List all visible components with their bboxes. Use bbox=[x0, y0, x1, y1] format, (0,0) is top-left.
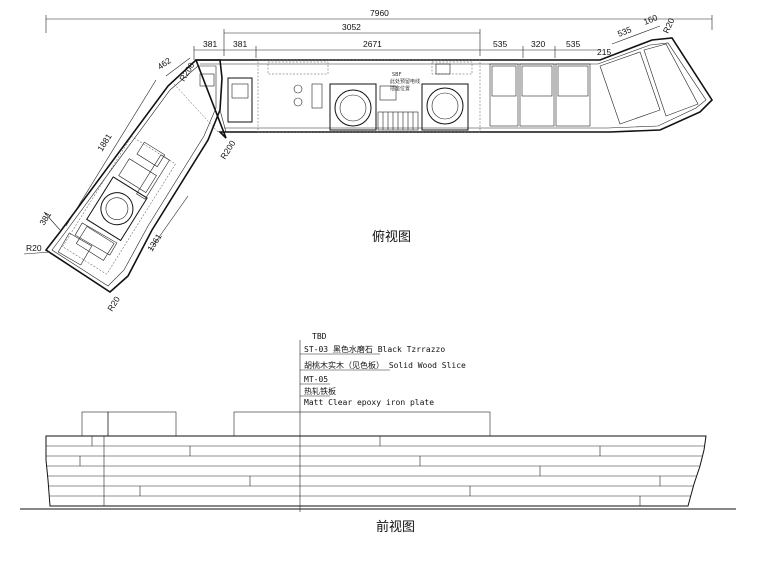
note-socket: 插座位置 bbox=[390, 85, 410, 92]
front-view-caption: 前视图 bbox=[376, 519, 415, 535]
dim-215: 215 bbox=[597, 47, 611, 57]
dim-r200a: R200 bbox=[177, 60, 196, 83]
front-view-elevation: TBD ST-03 黑色水磨石 Black Tzrrazzo 胡桃木实木（见色板… bbox=[20, 332, 736, 535]
dim-535a: 535 bbox=[493, 39, 507, 49]
dish-rack bbox=[377, 111, 419, 131]
dim-381a: 381 bbox=[203, 39, 217, 49]
top-view-caption: 俯视图 bbox=[372, 229, 411, 245]
top-view-plan: 7960 3052 381 381 2671 535 320 535 215 5… bbox=[23, 8, 714, 313]
dim-sub-total: 3052 bbox=[342, 22, 361, 32]
dim-r200b: R200 bbox=[218, 138, 237, 161]
note-wiring: 此处预留电线 bbox=[390, 78, 420, 85]
callout-walnut: 胡桃木实木（见色板） Solid Wood Slice bbox=[304, 360, 466, 370]
dim-1881: 1881 bbox=[95, 131, 114, 153]
note-sbf: SBF bbox=[392, 72, 402, 78]
callout-iron: 热轧铁板 bbox=[304, 386, 336, 396]
dim-535c: 535 bbox=[616, 24, 633, 39]
dim-overall: 7960 bbox=[370, 8, 389, 18]
callout-mt05: MT-05 bbox=[304, 375, 328, 384]
callout-tbd: TBD bbox=[312, 332, 327, 341]
dim-381b: 381 bbox=[233, 39, 247, 49]
dim-320: 320 bbox=[531, 39, 545, 49]
dim-r20-bottom: R20 bbox=[105, 294, 122, 313]
wood-slat-lines bbox=[46, 436, 705, 506]
dim-381-left: 381 bbox=[37, 210, 53, 228]
dim-160: 160 bbox=[642, 12, 659, 27]
dim-2671: 2671 bbox=[363, 39, 382, 49]
diagonal-fixtures bbox=[62, 136, 176, 275]
right-cabinet-grid bbox=[489, 43, 699, 127]
dim-r20-left: R20 bbox=[26, 243, 42, 253]
dim-462: 462 bbox=[155, 55, 173, 71]
callout-st03: ST-03 黑色水磨石 Black Tzrrazzo bbox=[304, 344, 445, 354]
callout-epoxy: Matt Clear epoxy iron plate bbox=[304, 398, 434, 407]
dim-535b: 535 bbox=[566, 39, 580, 49]
